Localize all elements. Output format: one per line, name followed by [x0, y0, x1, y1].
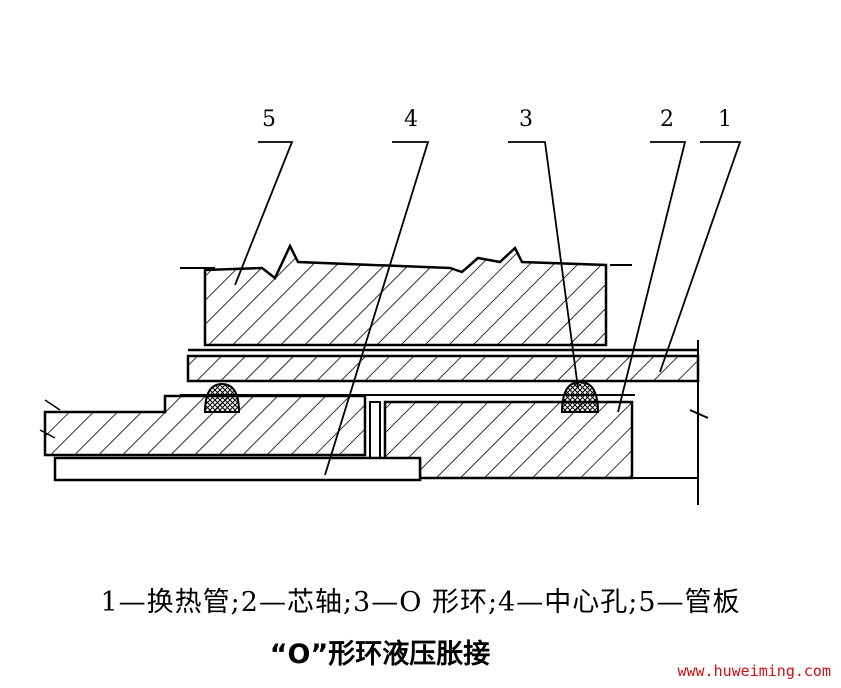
label-2: 2 — [660, 107, 674, 132]
label-4: 4 — [404, 107, 418, 132]
tube-sheet — [180, 243, 632, 347]
watermark: www.huweiming.com — [677, 662, 831, 680]
mandrel — [39, 394, 698, 480]
label-3: 3 — [519, 107, 533, 132]
label-1: 1 — [718, 107, 732, 132]
figure-caption: “O”形环液压胀接 — [269, 639, 491, 670]
center-hole — [53, 456, 422, 482]
heat-exchange-tube — [180, 340, 709, 505]
o-ring — [203, 380, 600, 413]
legend: 1—换热管;2—芯轴;3—O 形环;4—中心孔;5—管板 — [100, 587, 741, 618]
expansion-joint-diagram: 5 4 3 2 1 — [39, 107, 742, 505]
label-5: 5 — [262, 107, 276, 132]
leader-lines — [234, 141, 742, 476]
